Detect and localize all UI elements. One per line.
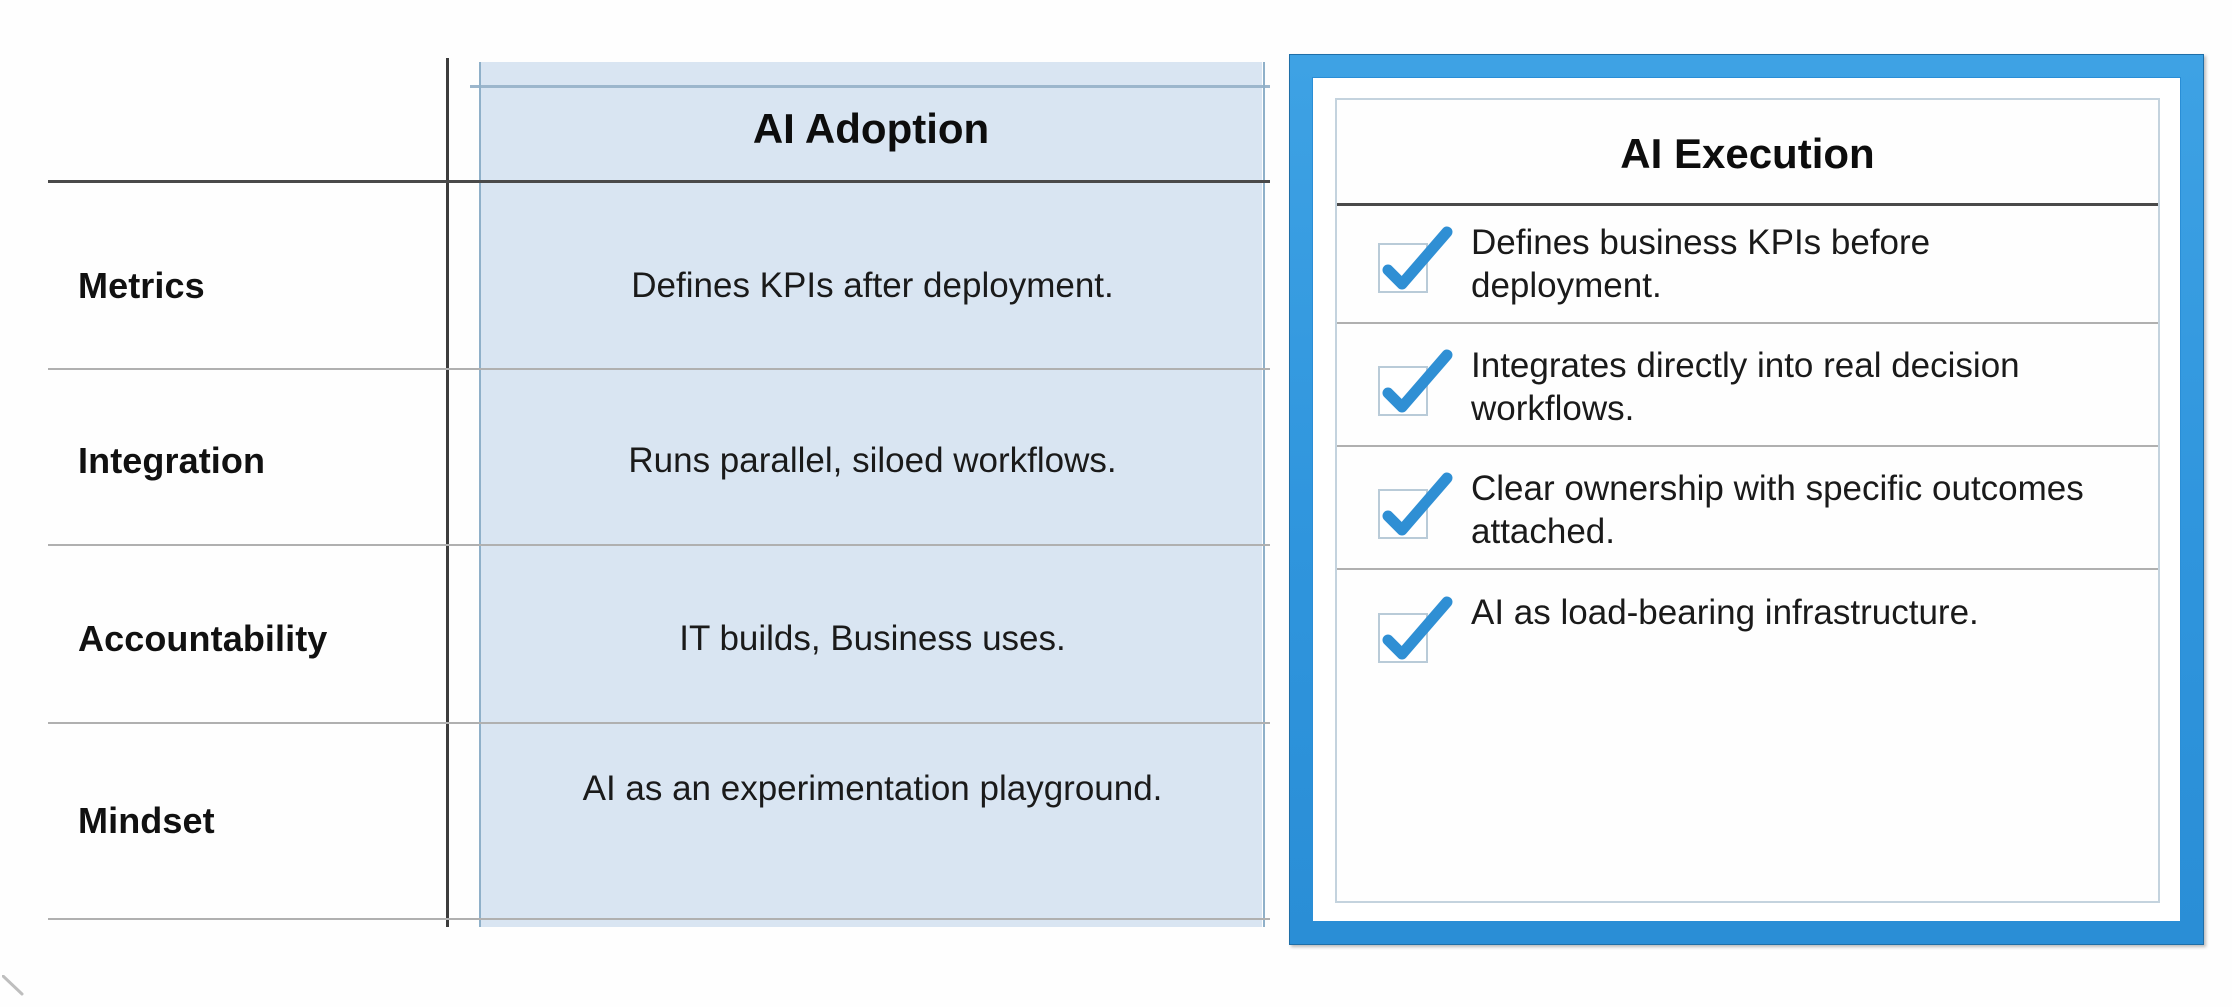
cell-execution-accountability: Clear ownership with specific outcomes a… [1471,469,2084,551]
cell-adoption-integration: Runs parallel, siloed workflows. [628,441,1117,480]
ai-execution-panel: AI Execution Defines business KPIs befor… [1312,77,2181,922]
row-label-integration: Integration [78,440,266,481]
exec-rule-2 [1337,445,2158,447]
exec-row-accountability: Clear ownership with specific outcomes a… [1337,468,2158,553]
column-header-ai-execution: AI Execution [1620,130,1875,177]
adoption-column-right-border [1263,62,1265,927]
table-rule-3 [48,722,1270,724]
cell-adoption-mindset: AI as an experimentation playground. [582,769,1163,808]
checkbox-checked-icon [1375,472,1471,542]
label-column-divider [446,58,449,927]
table-rule-header [48,180,1270,183]
adoption-column-left-border [479,62,481,927]
cell-execution-integration: Integrates directly into real decision w… [1471,346,2020,428]
table-rule-2 [48,544,1270,546]
table-rule-1 [48,368,1270,370]
checkbox-checked-icon [1375,226,1471,296]
cursor-artifact-icon [1,974,28,997]
checkbox-checked-icon [1375,349,1471,419]
ai-execution-highlight-frame[interactable]: AI Execution Defines business KPIs befor… [1289,54,2204,945]
cell-adoption-accountability: IT builds, Business uses. [679,619,1066,658]
comparison-table: AI Adoption Metrics Integration Accounta… [48,58,1270,927]
row-label-accountability: Accountability [78,618,328,659]
row-label-mindset: Mindset [78,800,215,841]
ai-execution-inner-border: AI Execution Defines business KPIs befor… [1335,98,2160,903]
cell-execution-metrics: Defines business KPIs before deployment. [1471,223,1931,305]
exec-row-metrics: Defines business KPIs before deployment. [1337,222,2158,307]
checkbox-checked-icon [1375,596,1471,666]
table-rule-bottom [48,918,1270,920]
exec-rule-header [1337,203,2158,206]
row-label-metrics: Metrics [78,265,205,306]
adoption-column-fill [480,62,1262,927]
exec-row-integration: Integrates directly into real decision w… [1337,345,2158,430]
cell-adoption-metrics: Defines KPIs after deployment. [631,266,1114,305]
column-header-ai-adoption: AI Adoption [752,105,990,152]
exec-rule-1 [1337,322,2158,324]
exec-row-mindset: AI as load-bearing infrastructure. [1337,592,2158,666]
adoption-column-top-rule [470,85,1270,88]
cell-execution-mindset: AI as load-bearing infrastructure. [1471,593,1979,632]
exec-rule-3 [1337,568,2158,570]
